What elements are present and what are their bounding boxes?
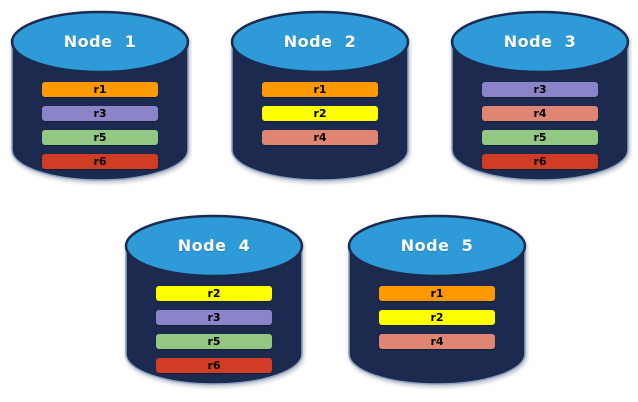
replica-bar[interactable]: r5 xyxy=(482,130,598,145)
replica-bar[interactable]: r2 xyxy=(156,286,272,301)
replica-bar[interactable]: r1 xyxy=(42,82,158,97)
replica-bar[interactable]: r5 xyxy=(156,334,272,349)
replica-bar[interactable]: r5 xyxy=(42,130,158,145)
replica-bar[interactable]: r3 xyxy=(482,82,598,97)
replica-bar[interactable]: r1 xyxy=(262,82,378,97)
replica-bar[interactable]: r3 xyxy=(42,106,158,121)
replica-stack: r1 r3 r5 r6 xyxy=(8,82,192,169)
replica-bar[interactable]: r4 xyxy=(262,130,378,145)
replica-bar[interactable]: r2 xyxy=(379,310,495,325)
cylinder-top-cap xyxy=(450,10,630,74)
replica-bar[interactable]: r2 xyxy=(262,106,378,121)
replica-stack: r3 r4 r5 r6 xyxy=(448,82,632,169)
replica-bar[interactable]: r6 xyxy=(156,358,272,373)
replica-stack: r1 r2 r4 xyxy=(228,82,412,145)
replica-bar[interactable]: r3 xyxy=(156,310,272,325)
replica-bar[interactable]: r4 xyxy=(482,106,598,121)
cylinder-top-cap xyxy=(10,10,190,74)
cylinder-top-cap xyxy=(347,214,527,278)
replica-stack: r1 r2 r4 xyxy=(345,286,529,349)
replica-bar[interactable]: r6 xyxy=(42,154,158,169)
cylinder-top-cap xyxy=(124,214,304,278)
replica-bar[interactable]: r4 xyxy=(379,334,495,349)
replica-bar[interactable]: r6 xyxy=(482,154,598,169)
replica-stack: r2 r3 r5 r6 xyxy=(122,286,306,373)
replica-bar[interactable]: r1 xyxy=(379,286,495,301)
cylinder-top-cap xyxy=(230,10,410,74)
